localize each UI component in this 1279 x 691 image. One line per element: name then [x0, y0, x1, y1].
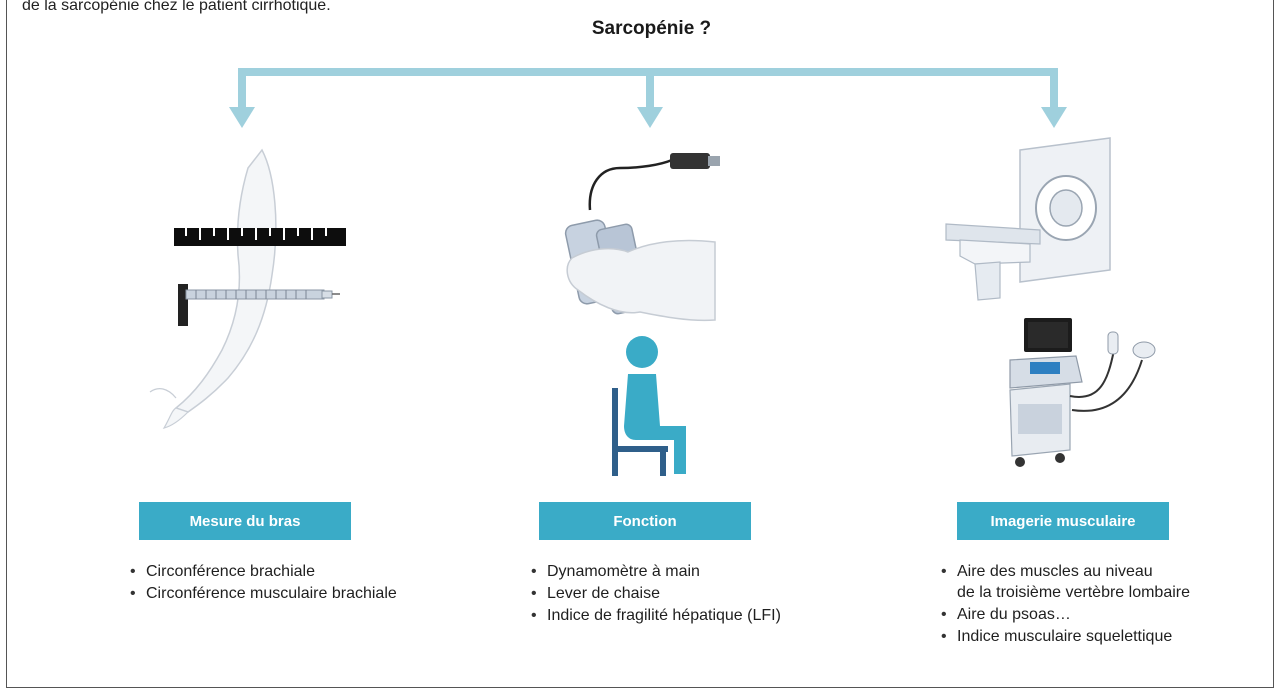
list-item: Circonférence brachiale	[130, 561, 397, 582]
function-list: Dynamomètre à main Lever de chaise Indic…	[531, 561, 781, 627]
diagram-title-wrapper: Sarcopénie ?	[0, 18, 1279, 40]
right-stem	[1050, 68, 1058, 110]
list-item: Indice musculaire squelettique	[941, 626, 1190, 647]
category-heading-function: Fonction	[539, 502, 751, 540]
arm-measurement-list: Circonférence brachiale Circonférence mu…	[130, 561, 397, 605]
center-stem	[646, 68, 654, 110]
left-arrowhead	[229, 107, 255, 128]
hand-dynamometer-and-chair-illustration	[564, 153, 720, 476]
figure-frame	[6, 0, 1274, 688]
list-item: Aire des muscles au niveau de la troisiè…	[941, 561, 1190, 603]
figure-caption: de la sarcopénie chez le patient cirrhot…	[22, 0, 331, 15]
list-item: Circonférence musculaire brachiale	[130, 583, 397, 604]
center-arrowhead	[637, 107, 663, 128]
left-stem	[238, 68, 246, 110]
muscle-imaging-list: Aire des muscles au niveau de la troisiè…	[941, 561, 1190, 648]
list-item: Dynamomètre à main	[531, 561, 781, 582]
category-heading-imaging: Imagerie musculaire	[957, 502, 1169, 540]
ruler-bar	[174, 228, 346, 246]
arm-measurement-illustration	[149, 148, 346, 429]
category-heading-arm: Mesure du bras	[139, 502, 351, 540]
right-arrowhead	[1041, 107, 1067, 128]
list-item: Indice de fragilité hépatique (LFI)	[531, 605, 781, 626]
caliper-jaw	[178, 284, 188, 326]
ct-scanner-and-ultrasound-illustration	[945, 137, 1156, 467]
branch-arrows	[229, 68, 1067, 128]
diagram-title: Sarcopénie ?	[591, 18, 712, 39]
caption-line-2: de la sarcopénie chez le patient cirrhot…	[22, 0, 331, 14]
list-item: Lever de chaise	[531, 583, 781, 604]
list-item: Aire du psoas…	[941, 604, 1190, 625]
